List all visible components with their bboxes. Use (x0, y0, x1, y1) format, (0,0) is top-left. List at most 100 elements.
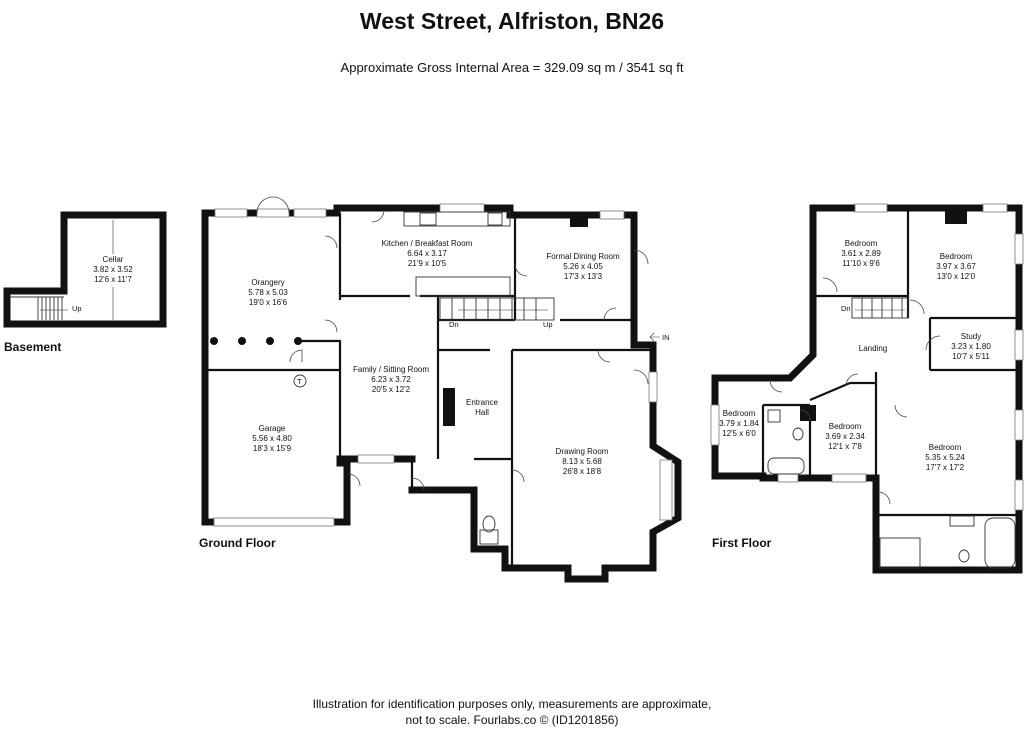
bedroom-front-window (831, 473, 867, 483)
page-title: West Street, Alfriston, BN26 (359, 8, 665, 34)
bath-icon (767, 457, 805, 475)
bedroom-side-window (1014, 479, 1024, 511)
basement-label: Basement (4, 340, 61, 354)
hall-name-line2: Hall (475, 408, 489, 417)
orangery-pillar (266, 337, 274, 345)
bedroom4-name: Bedroom (829, 422, 862, 431)
basement-stairs (10, 296, 68, 320)
orangery-pillar (238, 337, 246, 345)
first-floor-label: First Floor (712, 536, 772, 550)
family-window (357, 454, 395, 464)
toilet-icon (482, 515, 496, 533)
orangery-metric: 5.78 x 5.03 (248, 288, 288, 297)
bedroom4-metric: 3.69 x 2.34 (825, 432, 865, 441)
bedroom2-imperial: 13'0 x 12'0 (937, 272, 976, 281)
kitchen-counter (403, 211, 511, 227)
wc-cistern (479, 529, 499, 545)
sink-icon (487, 212, 503, 226)
family-imperial: 20'5 x 12'2 (372, 385, 411, 394)
kitchen-imperial: 21'9 x 10'5 (408, 259, 447, 268)
bedroom3-name: Bedroom (723, 409, 756, 418)
orangery-window-1 (214, 208, 248, 218)
orangery-garage-outer-wall (201, 209, 351, 526)
garage-imperial: 18'3 x 15'9 (253, 444, 292, 453)
chimney-breast (945, 210, 967, 224)
chimney-breast (570, 215, 588, 227)
gross-area-subtitle: Approximate Gross Internal Area = 329.09… (340, 60, 684, 75)
hall-chimney (443, 388, 455, 426)
landing-name: Landing (859, 344, 887, 353)
drawing-bay-window (659, 459, 673, 521)
toilet-icon (792, 427, 804, 441)
basement-up-label: Up (72, 304, 82, 313)
basin-icon (767, 409, 781, 423)
drawing-name: Drawing Room (556, 447, 609, 456)
kitchen-window (439, 203, 485, 213)
chimney-breast (800, 405, 816, 421)
ground-floor-label: Ground Floor (199, 536, 276, 550)
bedroom-window (854, 203, 888, 213)
bedroom1-imperial: 11'10 x 9'6 (842, 259, 880, 268)
bedroom2-name: Bedroom (940, 252, 973, 261)
orangery-pillar (210, 337, 218, 345)
ensuite-toilet-icon (958, 549, 970, 563)
ground-floor-stairs (439, 297, 555, 321)
cellar-walls (3, 211, 167, 328)
cellar-name: Cellar (103, 255, 124, 264)
bedroom3-metric: 3.79 x 1.84 (719, 419, 759, 428)
kitchen-name: Kitchen / Breakfast Room (382, 239, 473, 248)
disclaimer-line-2: not to scale. Fourlabs.co © (ID1201856) (405, 713, 619, 727)
study-name: Study (961, 332, 981, 341)
disclaimer-line-1: Illustration for identification purposes… (312, 697, 712, 711)
dining-metric: 5.26 x 4.05 (563, 262, 603, 271)
orangery-french-doors (256, 208, 290, 218)
drawing-imperial: 26'8 x 18'8 (563, 467, 602, 476)
ground-dn-label: Dn (449, 320, 459, 329)
hob-icon (419, 212, 437, 226)
kitchen-metric: 6.64 x 3.17 (407, 249, 447, 258)
ground-up-label: Up (543, 320, 553, 329)
orangery-window-2 (293, 208, 327, 218)
drawing-metric: 8.13 x 5.68 (562, 457, 602, 466)
first-dn-label: Dn (841, 304, 851, 313)
drawing-window-side (648, 371, 658, 403)
rear-outer-wall (201, 204, 657, 349)
dining-name: Formal Dining Room (546, 252, 620, 261)
study-window (1014, 329, 1024, 361)
ensuite-bath-icon (984, 517, 1016, 569)
orangery-imperial: 19'0 x 16'6 (249, 298, 288, 307)
bedroom5-name: Bedroom (929, 443, 962, 452)
family-metric: 6.23 x 3.72 (371, 375, 411, 384)
bedroom-window (982, 203, 1008, 213)
bedroom-side-window (1014, 409, 1024, 441)
kitchen-island (415, 276, 511, 297)
ensuite-basin-icon (949, 515, 975, 527)
bedroom-side-window (1014, 233, 1024, 265)
disclaimer-footer: Illustration for identification purposes… (0, 696, 1024, 728)
bedroom1-metric: 3.61 x 2.89 (841, 249, 881, 258)
study-metric: 3.23 x 1.80 (951, 342, 991, 351)
basement-plan: Up Cellar 3.82 x 3.52 12'6 x 11'7 Baseme… (3, 211, 167, 354)
family-name: Family / Sitting Room (353, 365, 429, 374)
dining-imperial: 17'3 x 13'3 (564, 272, 603, 281)
first-floor-stairs (851, 297, 909, 319)
small-bedroom-window (710, 404, 720, 446)
cellar-imperial: 12'6 x 11'7 (94, 275, 132, 284)
dining-window (599, 210, 625, 220)
cellar-metric: 3.82 x 3.52 (93, 265, 133, 274)
bedroom2-metric: 3.97 x 3.67 (936, 262, 976, 271)
ground-floor-plan: Dn Up IN T Orangery 5.78 x 5.03 19'0 x 1… (199, 196, 682, 583)
bathroom-window (777, 473, 799, 483)
study-imperial: 10'7 x 5'11 (952, 352, 990, 361)
garage-door (213, 517, 335, 527)
orangery-name: Orangery (251, 278, 284, 287)
bedroom3-imperial: 12'5 x 6'0 (722, 429, 756, 438)
tank-t-label: T (297, 377, 302, 386)
tank-marker (293, 374, 307, 388)
bedroom5-metric: 5.35 x 5.24 (925, 453, 965, 462)
first-floor-plan: Dn Bedroom 3.61 x 2.89 11'10 x 9'6 Bedro… (710, 203, 1024, 574)
shower-icon (879, 537, 921, 569)
garage-metric: 5.56 x 4.80 (252, 434, 292, 443)
bedroom4-imperial: 12'1 x 7'8 (828, 442, 862, 451)
